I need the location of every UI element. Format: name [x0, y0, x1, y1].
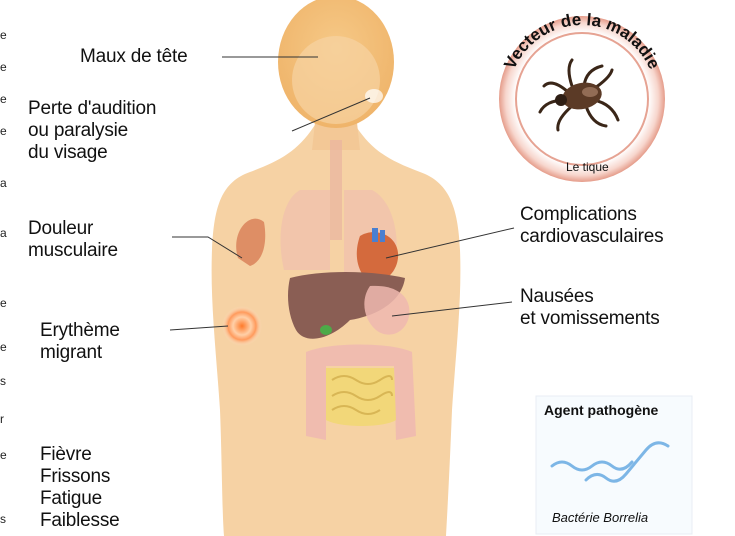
trachea [330, 140, 342, 240]
label-general-line-2: Frissons [40, 466, 120, 488]
edge-letter: e [0, 92, 7, 106]
edge-letter: a [0, 226, 7, 240]
heart-vessel [372, 228, 378, 242]
label-headache: Maux de tête [80, 46, 187, 68]
label-erythema-line-1: Erythème [40, 320, 120, 342]
label-erythema: Erythème migrant [40, 320, 120, 364]
label-nausea: Nausées et vomissements [520, 286, 660, 330]
label-hearing-line-1: Perte d'audition [28, 98, 156, 120]
label-muscle-line-2: musculaire [28, 240, 118, 262]
label-hearing-line-3: du visage [28, 142, 156, 164]
label-muscle-pain: Douleur musculaire [28, 218, 118, 262]
heart-vessel-2 [380, 230, 385, 242]
pathogen-caption: Bactérie Borrelia [552, 510, 648, 525]
label-general-line-4: Faiblesse [40, 510, 120, 532]
face [292, 36, 380, 124]
label-nausea-line-1: Nausées [520, 286, 660, 308]
edge-letter: a [0, 176, 7, 190]
label-cardio: Complications cardiovasculaires [520, 204, 663, 248]
label-cardio-line-1: Complications [520, 204, 663, 226]
edge-letter: e [0, 60, 7, 74]
edge-letter: e [0, 28, 7, 42]
label-cardio-line-2: cardiovasculaires [520, 226, 663, 248]
edge-letter: s [0, 512, 6, 526]
label-general-line-1: Fièvre [40, 444, 120, 466]
edge-letter: e [0, 296, 7, 310]
edge-letter: r [0, 412, 4, 426]
label-hearing-loss: Perte d'audition ou paralysie du visage [28, 98, 156, 164]
gallbladder [320, 325, 332, 335]
label-hearing-line-2: ou paralysie [28, 120, 156, 142]
label-muscle-line-1: Douleur [28, 218, 118, 240]
label-erythema-line-2: migrant [40, 342, 120, 364]
label-headache-line-1: Maux de tête [80, 46, 187, 68]
pathogen-title: Agent pathogène [544, 402, 658, 418]
edge-letter: e [0, 448, 7, 462]
label-nausea-line-2: et vomissements [520, 308, 660, 330]
vector-caption: Le tique [566, 160, 609, 174]
label-general-line-3: Fatigue [40, 488, 120, 510]
edge-letter: s [0, 374, 6, 388]
edge-letter: e [0, 340, 7, 354]
edge-letter: e [0, 124, 7, 138]
ear [365, 89, 383, 103]
label-general-symptoms: Fièvre Frissons Fatigue Faiblesse [40, 444, 120, 532]
